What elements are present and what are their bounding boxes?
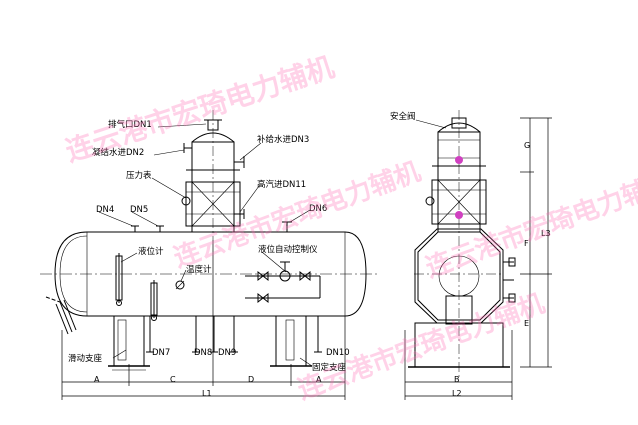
level-gauges [115, 253, 158, 321]
dn9-label: DN9 [218, 348, 237, 358]
dn7-label: DN7 [152, 348, 171, 358]
dim-l1: L1 [202, 389, 212, 398]
vent-label: 排气口DN1 [108, 120, 152, 130]
pressure-gauge-label: 压力表 [126, 171, 152, 181]
side-view-column [425, 117, 487, 233]
dim-f: F [524, 239, 529, 248]
dn5-label: DN5 [130, 205, 149, 215]
level-controller-label: 液位自动控制仪 [258, 245, 318, 255]
dn8-label: DN8 [194, 348, 213, 358]
fixed-support-label: 固定支座 [312, 363, 347, 373]
high-steam-inlet-label: 高汽进DN11 [257, 180, 307, 190]
condensate-inlet-label: 凝结水进DN2 [92, 148, 145, 158]
dim-a-right: A [316, 375, 322, 384]
dim-b: B [454, 375, 460, 384]
safety-valve-label: 安全阀 [390, 112, 416, 122]
fixed-support [270, 315, 312, 367]
leader-lines [98, 119, 447, 367]
tank-top-nozzles [131, 221, 292, 232]
dim-l3: L3 [541, 229, 551, 238]
magenta-mark-upper [455, 156, 463, 164]
bottom-nozzles [146, 316, 322, 353]
level-control-piping [245, 261, 321, 304]
manhole-left [45, 296, 77, 335]
dim-c: C [170, 375, 176, 384]
dim-e: E [524, 319, 530, 328]
dim-a-left: A [94, 375, 100, 384]
level-gauge-label: 液位计 [138, 247, 164, 257]
dn10-label: DN10 [326, 348, 350, 358]
makeup-water-label: 补给水进DN3 [257, 135, 310, 145]
thermometer-label: 温度计 [186, 265, 212, 275]
dimension-lines [61, 117, 552, 400]
side-view-tank [408, 110, 516, 380]
dim-l2: L2 [452, 389, 462, 398]
sliding-support-label: 滑动支座 [68, 354, 103, 364]
sliding-support [108, 315, 150, 371]
dim-g: G [524, 141, 531, 150]
deaerator-column [181, 110, 245, 240]
magenta-mark-lower [455, 211, 463, 219]
dn6-label: DN6 [309, 204, 328, 214]
thermometer-icon [175, 280, 185, 290]
dim-d: D [248, 375, 255, 384]
dn4-label: DN4 [96, 205, 115, 215]
